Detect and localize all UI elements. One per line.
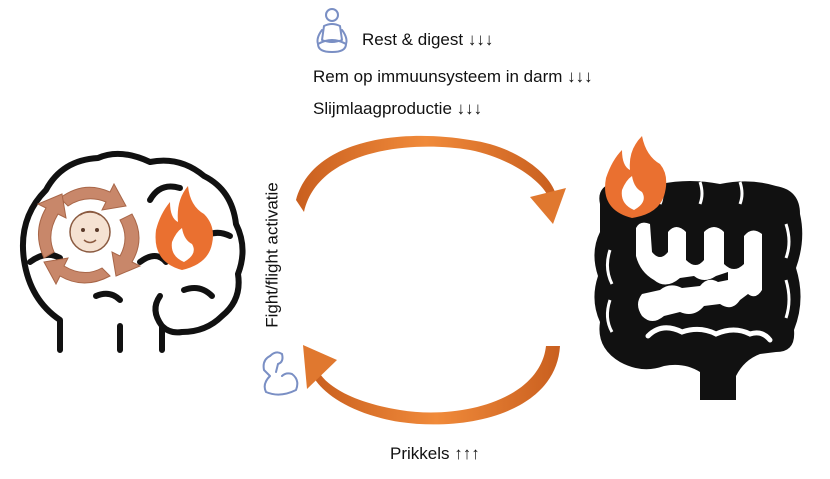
cycle-arrows-icon <box>36 182 142 286</box>
brain-flame-icon <box>155 186 213 270</box>
rest-digest-label: Rest & digest ↓↓↓ <box>362 30 494 49</box>
mucus-production-label: Slijmlaagproductie ↓↓↓ <box>313 99 483 118</box>
arrow-gut-to-brain <box>303 345 560 425</box>
immune-brake-label: Rem op immuunsysteem in darm ↓↓↓ <box>313 67 593 86</box>
stimuli-label: Prikkels ↑↑↑ <box>390 444 480 463</box>
arrow-brain-to-gut <box>296 135 566 224</box>
flexed-arm-icon <box>262 351 299 396</box>
gut-flame-icon <box>605 136 667 218</box>
meditation-icon <box>316 8 348 53</box>
fight-flight-label: Fight/flight activatie <box>262 182 282 328</box>
intestine-icon <box>594 179 803 400</box>
baby-face-icon <box>69 210 111 253</box>
